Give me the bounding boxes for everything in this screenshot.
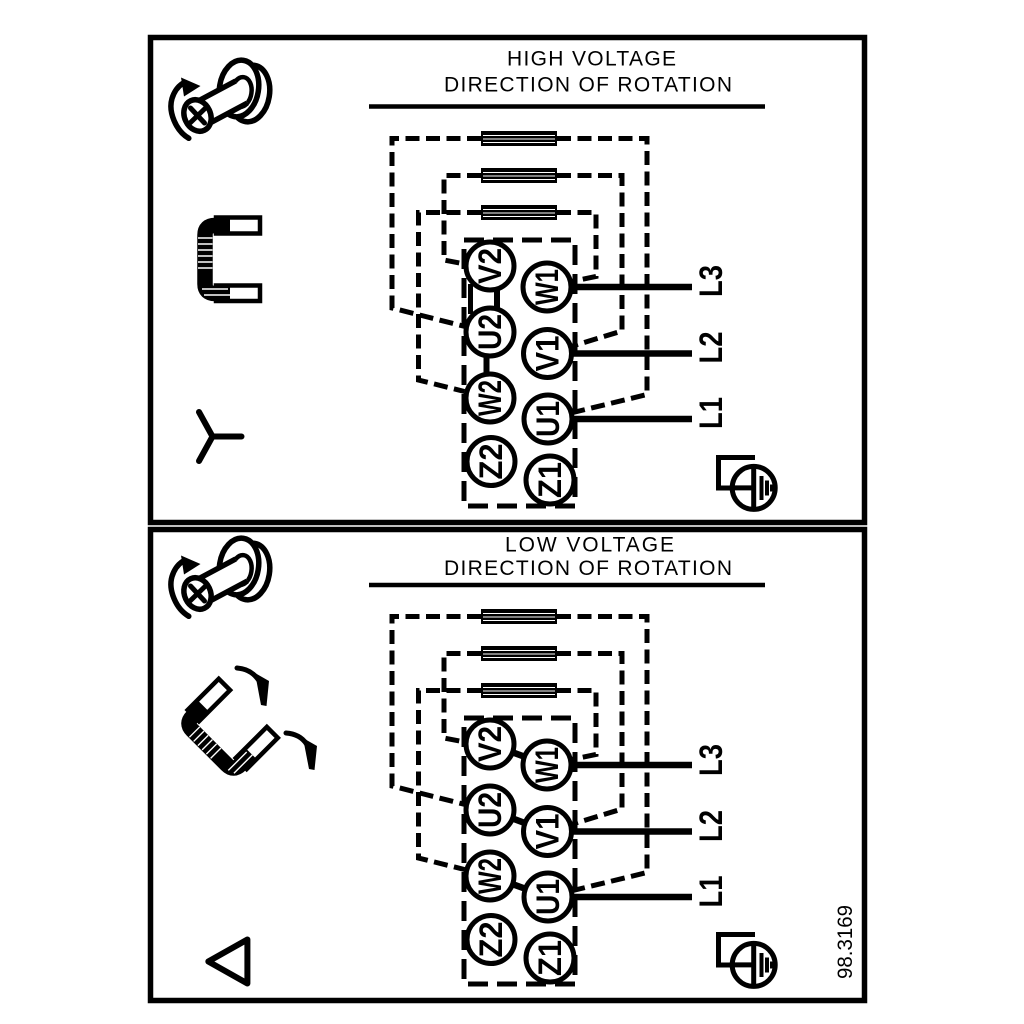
panel-title-line1: LOW VOLTAGE	[505, 534, 675, 557]
terminal-v1: V1	[530, 336, 566, 372]
delta-connection-icon	[205, 936, 251, 987]
line-l3: L3	[693, 744, 729, 776]
panel-high-voltage: HIGH VOLTAGE DIRECTION OF ROTATION V2 U2…	[147, 34, 868, 526]
line-l2: L2	[693, 332, 729, 364]
line-l2: L2	[693, 810, 729, 842]
terminal-u2: U2	[472, 314, 508, 350]
panel-low-voltage: LOW VOLTAGE DIRECTION OF ROTATION	[147, 526, 868, 1004]
terminal-z1: Z1	[532, 940, 568, 976]
panel-title-line2: DIRECTION OF ROTATION	[444, 557, 733, 580]
line-l3: L3	[693, 265, 729, 297]
panel-title-line2: DIRECTION OF ROTATION	[444, 73, 733, 96]
terminal-v1: V1	[530, 814, 566, 850]
star-connection-icon	[196, 409, 245, 464]
terminal-w1: W1	[529, 269, 565, 305]
terminal-labels: V2 U2 W2 Z2 W1 V1 U1 Z1	[472, 726, 568, 976]
terminal-w1: W1	[529, 747, 565, 783]
terminal-labels: V2 U2 W2 Z2 W1 V1 U1 Z1	[472, 248, 568, 498]
line-l1: L1	[693, 397, 729, 429]
terminal-w2: W2	[472, 858, 508, 894]
terminal-u2: U2	[472, 792, 508, 828]
terminal-z2: Z2	[473, 922, 509, 958]
figure-number: 98.3169	[834, 905, 857, 979]
phase-line-labels: L3 L2 L1	[693, 744, 729, 908]
terminal-z1: Z1	[532, 462, 568, 498]
terminal-z2: Z2	[473, 444, 509, 480]
terminal-v2: V2	[472, 248, 508, 284]
phase-line-labels: L3 L2 L1	[693, 265, 729, 429]
terminal-u1: U1	[530, 879, 566, 915]
terminal-v2: V2	[472, 726, 508, 762]
terminal-u1: U1	[530, 401, 566, 437]
line-l1: L1	[693, 876, 729, 908]
panel-title-line1: HIGH VOLTAGE	[507, 48, 677, 71]
move-links-icon	[175, 665, 317, 782]
terminal-w2: W2	[472, 380, 508, 416]
